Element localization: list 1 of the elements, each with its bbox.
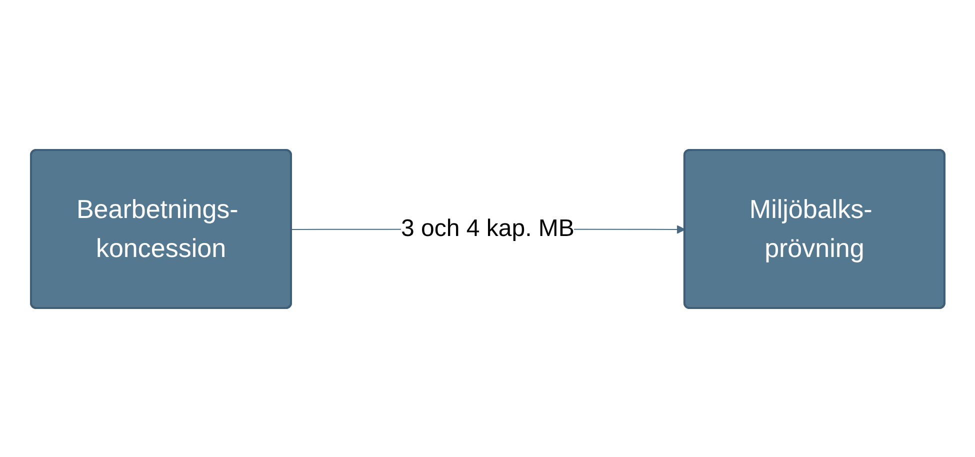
edge-label: 3 och 4 kap. MB [400, 214, 574, 242]
